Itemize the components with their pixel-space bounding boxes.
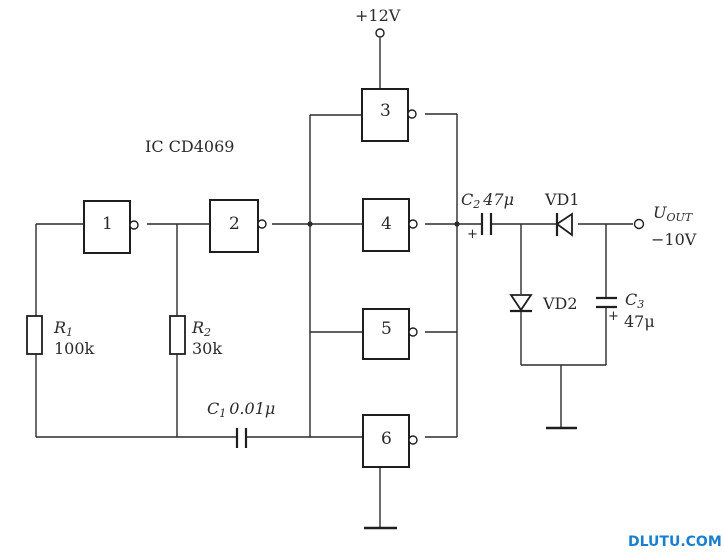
junction-dot [307,221,313,227]
gate-6: 6 [362,414,418,468]
wires [35,38,633,528]
output-terminal-icon [633,218,645,230]
gate-3-label: 3 [380,101,391,121]
gate-2: 2 [209,199,267,253]
svg-text:R2: R2 [191,318,211,339]
c3-name: C [625,290,637,309]
c2-value: 47μ [482,190,514,209]
c2-polarity: + [467,227,478,242]
supply-terminal-icon [375,28,385,38]
gate-5: 5 [362,308,418,360]
output-value: −10V [651,230,697,249]
c1-sub: 1 [219,407,226,420]
diode-vd1: VD1 [544,190,580,237]
c2-sub: 2 [472,198,480,211]
r1-value: 100k [54,339,95,358]
diode-vd2: VD2 [509,294,578,313]
vd2-label: VD2 [542,294,578,313]
supply-label: +12V [355,6,401,25]
capacitor-c3: + C3 47μ [596,290,655,331]
resistor-r2: R2 30k [169,315,222,358]
diode-vd2-icon [509,294,533,312]
gate-2-label: 2 [229,214,240,234]
diode-vd1-icon [555,212,573,237]
watermark: DLUTU.COM [628,534,722,550]
r2-value: 30k [192,339,222,358]
svg-text:UOUT: UOUT [653,203,694,224]
gate-1: 1 [83,200,139,254]
c3-value: 47μ [624,312,655,331]
gate-6-label: 6 [381,429,392,449]
gate-4: 4 [362,198,418,252]
gate-3: 3 [361,88,417,142]
c1-value: 0.01μ [229,399,275,418]
c3-sub: 3 [637,298,644,311]
gate-4-label: 4 [381,214,392,234]
resistor-r1-icon [26,315,43,355]
output-name: U [653,203,667,222]
resistor-r2-icon [169,315,186,355]
c3-polarity: + [608,309,619,324]
ic-title: IC CD4069 [145,137,234,156]
svg-text:C10.01μ: C10.01μ [207,399,275,420]
gate-1-label: 1 [102,214,113,234]
r1-sub: 1 [66,326,73,339]
junction-dot [454,221,460,227]
output-terminal: UOUT −10V [633,203,697,249]
c2-name: C [461,190,473,209]
gate-5-label: 5 [381,319,392,339]
resistor-r1: R1 100k [26,315,95,358]
r1-name: R [53,318,66,337]
vd1-label: VD1 [544,190,580,209]
svg-text:C3: C3 [625,290,644,311]
svg-text:R1: R1 [53,318,73,339]
r2-sub: 2 [203,326,211,339]
output-sub: OUT [666,211,693,224]
r2-name: R [191,318,204,337]
c1-name: C [207,399,219,418]
